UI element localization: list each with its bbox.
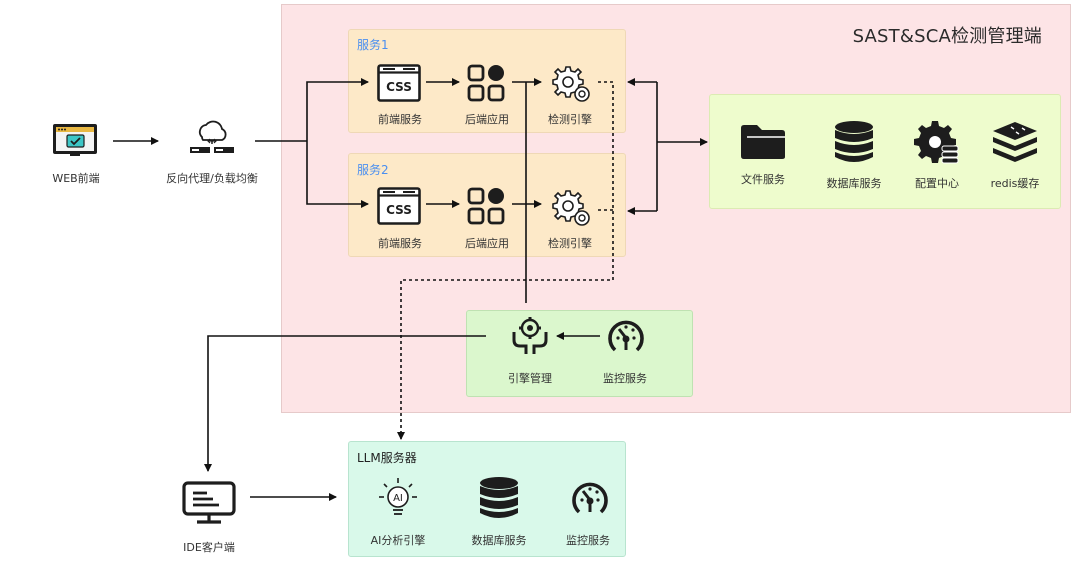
- ide-client-label: IDE客户端: [183, 541, 235, 554]
- ide-client-icon: [182, 481, 236, 525]
- llm-monitor-service-label: 监控服务: [566, 534, 610, 547]
- service2-frontend-css-icon: CSS: [377, 187, 421, 225]
- service1-frontend-css-icon: CSS: [377, 64, 421, 102]
- engine-management-icon: [510, 316, 550, 356]
- ai-analysis-engine-icon: AI: [376, 477, 420, 517]
- service1-engine-gears-icon: [549, 64, 593, 104]
- redis-icon: [991, 120, 1039, 164]
- config-center-icon: [914, 120, 960, 164]
- redis-cache-label: redis缓存: [990, 177, 1040, 190]
- folder-icon: [739, 123, 787, 161]
- svg-text:CSS: CSS: [386, 203, 412, 217]
- database-icon: [833, 120, 875, 164]
- file-service-label: 文件服务: [741, 173, 785, 186]
- service2-engine-label: 检测引擎: [548, 237, 592, 250]
- service1-backend-app-icon: [467, 64, 505, 102]
- service2-backend-app-icon: [467, 187, 505, 225]
- llm-server-title: LLM服务器: [357, 451, 417, 465]
- engine-management-label: 引擎管理: [508, 372, 552, 385]
- service1-backend-label: 后端应用: [465, 113, 509, 126]
- engine-management-box: [466, 310, 693, 397]
- service2-backend-label: 后端应用: [465, 237, 509, 250]
- llm-database-icon: [478, 476, 520, 520]
- monitor-service-gauge-icon: [607, 318, 645, 354]
- llm-database-service-label: 数据库服务: [471, 534, 527, 547]
- database-service-label: 数据库服务: [826, 177, 882, 190]
- svg-text:AI: AI: [393, 493, 403, 504]
- ai-analysis-engine-label: AI分析引擎: [370, 534, 426, 547]
- main-title: SAST&SCA检测管理端: [852, 26, 1042, 47]
- service-1-title: 服务1: [357, 38, 389, 52]
- monitor-service-label: 监控服务: [603, 372, 647, 385]
- service2-engine-gears-icon: [549, 188, 593, 228]
- service1-engine-label: 检测引擎: [548, 113, 592, 126]
- service-2-title: 服务2: [357, 163, 389, 177]
- config-center-label: 配置中心: [915, 177, 959, 190]
- web-frontend-icon: [52, 123, 98, 157]
- service1-frontend-label: 前端服务: [378, 113, 422, 126]
- svg-text:CSS: CSS: [386, 80, 412, 94]
- service2-frontend-label: 前端服务: [378, 237, 422, 250]
- web-frontend-label: WEB前端: [52, 172, 100, 185]
- reverse-proxy-label: 反向代理/负载均衡: [166, 172, 258, 185]
- llm-monitor-gauge-icon: [571, 480, 609, 516]
- reverse-proxy-icon: [188, 120, 236, 160]
